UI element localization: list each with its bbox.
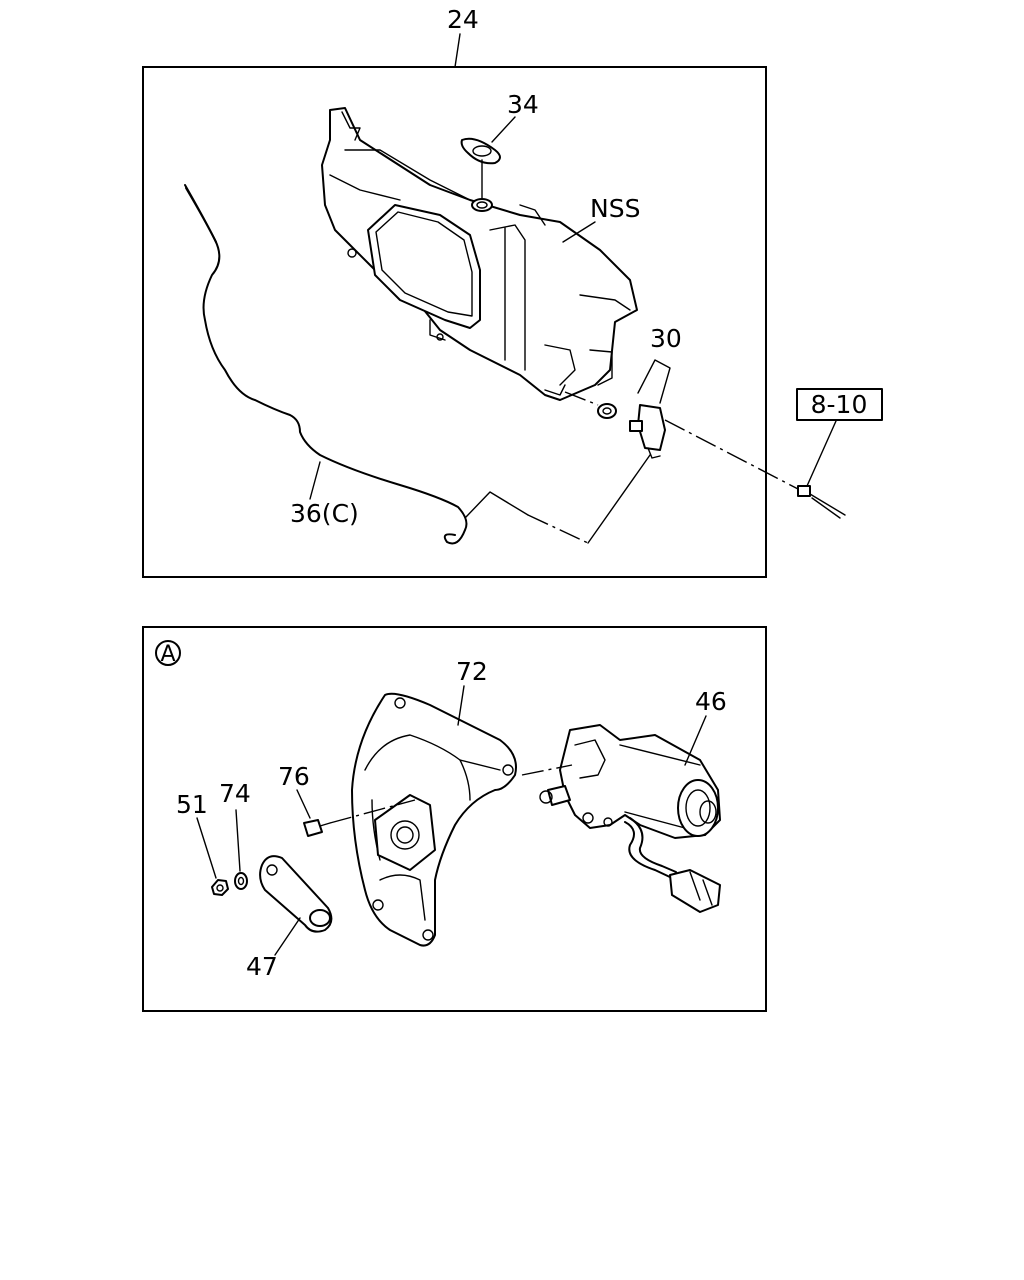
wiper-motor-panel: A 72 (142, 626, 767, 1012)
grommet (597, 403, 617, 419)
washer-tank (321, 107, 638, 401)
callout-76: 76 (278, 762, 310, 791)
reference-box: 8-10 (796, 388, 883, 421)
callout-46: 46 (695, 687, 727, 716)
callout-51: 51 (176, 790, 208, 819)
washer-tank-panel: 24 (142, 5, 883, 578)
wiper-motor (539, 724, 721, 913)
leader-24 (454, 33, 461, 68)
mounting-bolt (303, 819, 331, 837)
hose-route-line-b (527, 514, 589, 544)
link-arm (259, 855, 333, 933)
wiring-connector (797, 485, 846, 519)
leader-30 (637, 359, 671, 404)
callout-30: 30 (650, 324, 682, 353)
callout-34: 34 (507, 90, 539, 119)
hex-nut (211, 879, 229, 896)
leader-47 (274, 917, 301, 956)
bottom-panel-frame (142, 626, 767, 1012)
leader-72 (457, 685, 465, 726)
section-marker: A (155, 640, 181, 667)
motor-mount-axis (521, 764, 573, 776)
leader-46 (684, 715, 707, 766)
leader-8-10 (806, 420, 837, 487)
hose-route-line-a (465, 491, 529, 518)
grommet-axis-line (564, 391, 599, 406)
motor-bracket (351, 692, 517, 947)
flat-washer (234, 872, 248, 890)
section-marker-label: A (160, 642, 175, 667)
washer-pump (629, 404, 666, 459)
callout-47: 47 (246, 952, 278, 981)
leader-74 (235, 809, 241, 872)
leader-51 (196, 817, 217, 879)
washer-hose (184, 184, 468, 545)
leader-76 (296, 789, 311, 819)
leader-34 (491, 116, 516, 143)
callout-8-10: 8-10 (811, 390, 868, 419)
callout-36c: 36(C) (290, 499, 359, 528)
leader-36c (309, 461, 321, 500)
pump-connector-line (664, 419, 801, 491)
leader-nss (562, 221, 596, 243)
bolt-axis-line (329, 799, 416, 824)
callout-24: 24 (447, 5, 479, 34)
callout-nss: NSS (590, 194, 640, 223)
callout-72: 72 (456, 657, 488, 686)
callout-74: 74 (219, 779, 251, 808)
hose-route-line-c (587, 454, 651, 544)
filler-cap (460, 137, 501, 165)
